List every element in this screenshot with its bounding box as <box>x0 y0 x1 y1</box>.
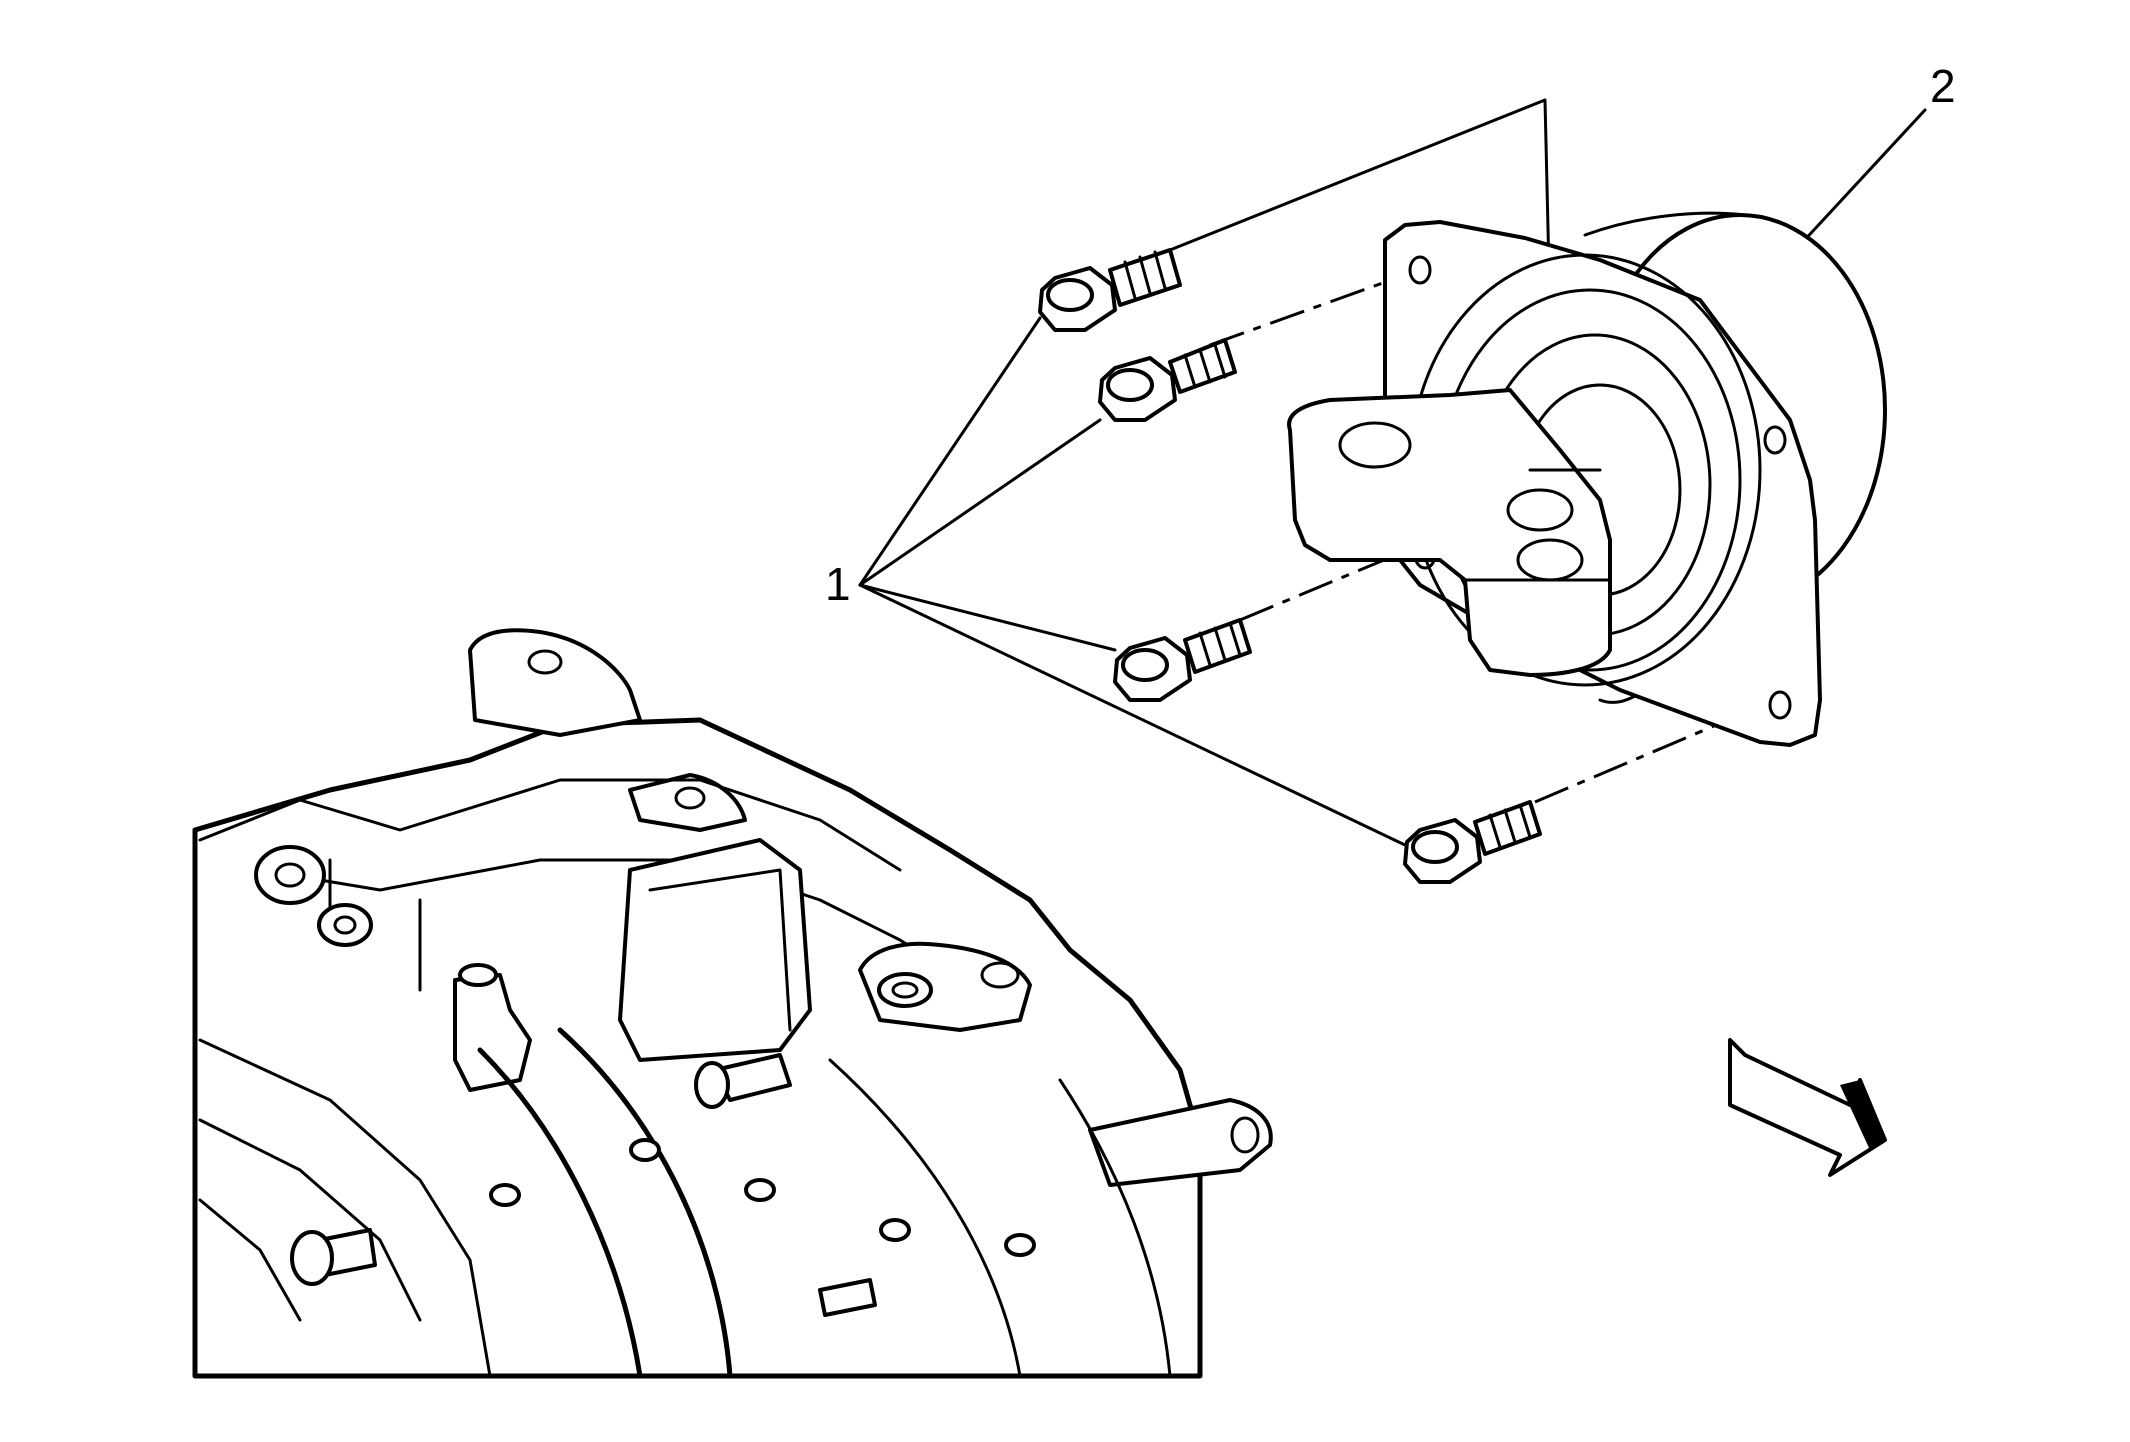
engine-mount-assembly <box>1287 211 1887 747</box>
callout-label-2: 2 <box>1930 60 1956 112</box>
view-direction-arrow-icon <box>1728 1038 1887 1177</box>
callout-1-leaders <box>858 98 1702 847</box>
transmission-housing <box>192 628 1273 1379</box>
bolt-4 <box>1403 800 1542 884</box>
bolt-3 <box>1113 618 1252 702</box>
callout-2-leader <box>1798 108 1927 247</box>
callout-label-1: 1 <box>825 558 851 610</box>
bolt-1 <box>1038 248 1182 332</box>
bolt-2 <box>1098 338 1237 422</box>
